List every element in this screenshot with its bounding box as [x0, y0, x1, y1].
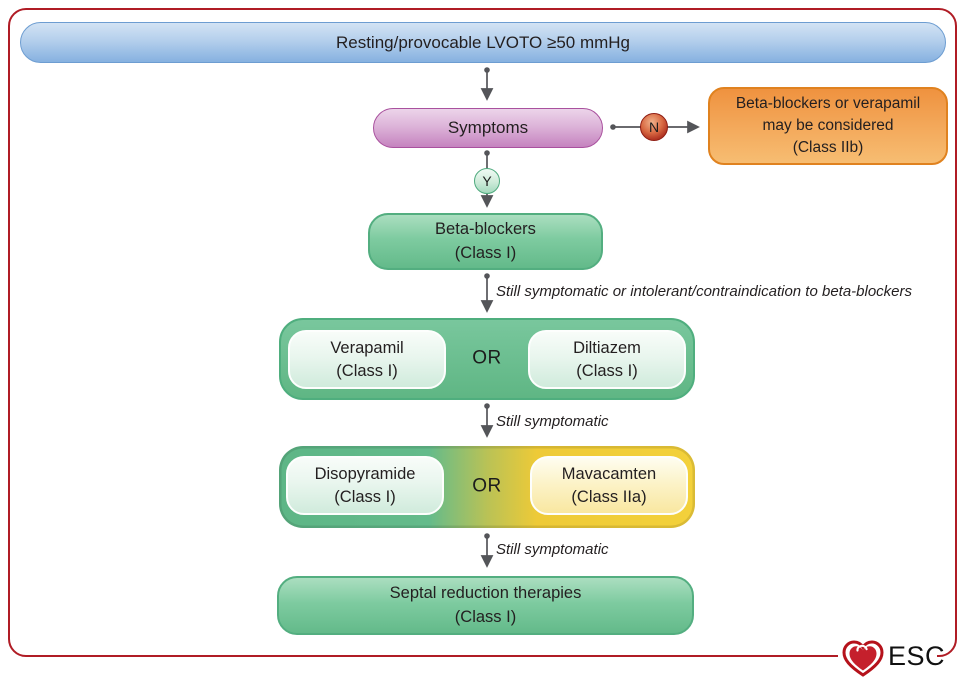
verapamil-label: Verapamil: [330, 339, 404, 358]
start-node: Resting/provocable LVOTO ≥50 mmHg: [20, 22, 946, 63]
disopyramide-class: (Class I): [334, 487, 396, 506]
no-badge: N: [640, 113, 668, 141]
symptoms-label: Symptoms: [447, 118, 529, 137]
calcium-blockers-row: Verapamil (Class I) OR Diltiazem (Class …: [279, 318, 695, 400]
no-outcome-box: Beta-blockers or verapamil may be consid…: [708, 87, 948, 165]
verapamil-class: (Class I): [336, 361, 398, 380]
disopyramide-label: Disopyramide: [314, 465, 416, 484]
edge-label-still-symptomatic-2: Still symptomatic: [496, 541, 609, 558]
mavacamten-label: Mavacamten: [561, 465, 657, 484]
yes-badge-label: Y: [482, 173, 492, 189]
no-outcome-class: (Class IIb): [792, 139, 864, 156]
start-node-label: Resting/provocable LVOTO ≥50 mmHg: [335, 32, 631, 52]
mavacamten-class: (Class IIa): [571, 487, 647, 506]
septal-reduction-class: (Class I): [454, 607, 517, 626]
verapamil-node: Verapamil (Class I): [288, 330, 446, 389]
disopyramide-mavacamten-row: Disopyramide (Class I) OR Mavacamten (Cl…: [279, 446, 695, 528]
no-outcome-line2: may be considered: [762, 117, 894, 134]
no-badge-label: N: [648, 119, 660, 135]
no-outcome-line1: Beta-blockers or verapamil: [735, 95, 921, 112]
beta-blockers-node: Beta-blockers (Class I): [368, 213, 603, 270]
or-label-row1: OR: [472, 347, 502, 369]
edge-label-still-symptomatic-intolerant: Still symptomatic or intolerant/contrain…: [496, 283, 913, 300]
beta-blockers-class: (Class I): [454, 243, 517, 262]
septal-reduction-label: Septal reduction therapies: [389, 584, 582, 603]
esc-logo-text: ESC: [888, 641, 946, 671]
symptoms-node: Symptoms: [373, 108, 603, 148]
edge-label-still-symptomatic-1: Still symptomatic: [496, 413, 609, 430]
diltiazem-node: Diltiazem (Class I): [528, 330, 686, 389]
mavacamten-node: Mavacamten (Class IIa): [530, 456, 688, 515]
figure-border: [8, 8, 957, 657]
diltiazem-label: Diltiazem: [573, 339, 641, 358]
esc-heart-icon: [842, 640, 884, 677]
septal-reduction-node: Septal reduction therapies (Class I): [277, 576, 694, 635]
disopyramide-node: Disopyramide (Class I): [286, 456, 444, 515]
beta-blockers-label: Beta-blockers: [435, 220, 536, 239]
diltiazem-class: (Class I): [576, 361, 638, 380]
or-label-row2: OR: [472, 475, 502, 497]
yes-badge: Y: [474, 168, 500, 194]
